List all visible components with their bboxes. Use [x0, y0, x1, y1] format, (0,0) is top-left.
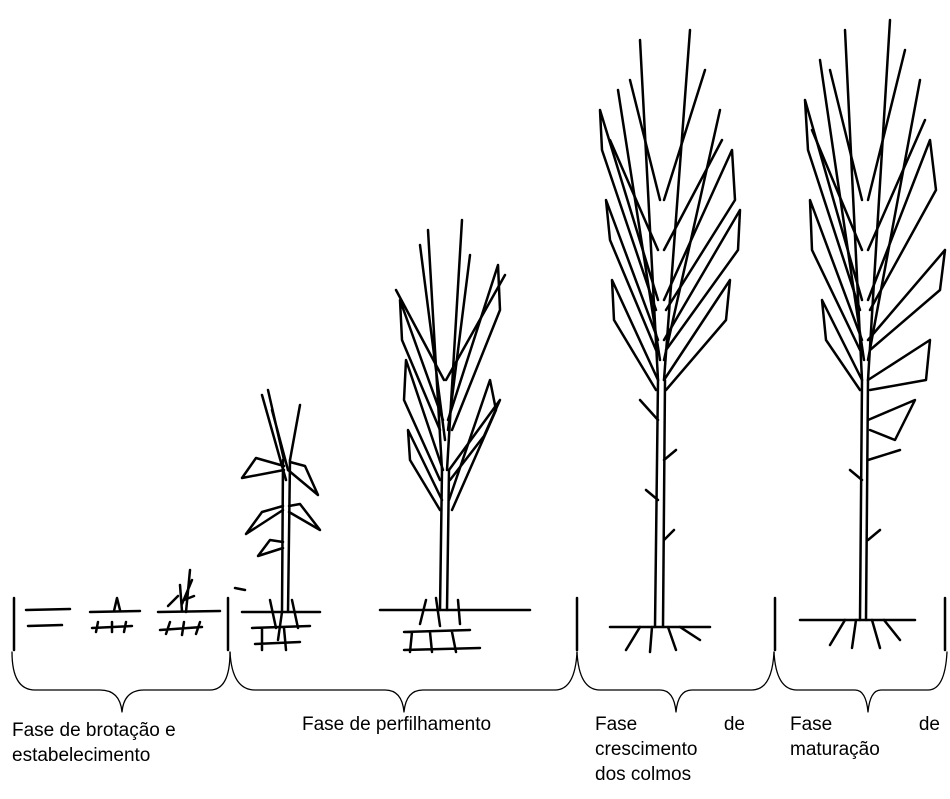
label-line: dos colmos — [595, 762, 745, 787]
label-line: Fase de — [595, 712, 745, 737]
stalk-growth-plant-illustration — [577, 30, 740, 652]
label-line: estabelecimento — [12, 743, 242, 768]
tillering-plant-illustration — [380, 220, 530, 652]
phase-label-crescimento: Fase de crescimento dos colmos — [595, 712, 745, 787]
label-word: de — [724, 712, 745, 737]
label-word: de — [919, 712, 940, 737]
label-line: Fase de perfilhamento — [302, 712, 562, 737]
label-line: maturação — [790, 737, 940, 762]
label-line: Fase de brotação e — [12, 718, 242, 743]
phase-braces — [12, 652, 947, 712]
phase-label-perfilhamento: Fase de perfilhamento — [302, 712, 562, 737]
maturation-plant-illustration — [775, 20, 945, 650]
sprouting-plants-illustration — [14, 570, 228, 650]
tillering-small-plant-illustration — [235, 390, 320, 650]
phase-label-maturacao: Fase de maturação — [790, 712, 940, 762]
brace-crescimento — [577, 652, 774, 712]
label-line: crescimento — [595, 737, 745, 762]
phase-label-brotacao: Fase de brotação e estabelecimento — [12, 718, 242, 768]
brace-brotacao — [12, 652, 230, 712]
brace-perfilhamento — [230, 652, 577, 712]
label-word: Fase — [790, 712, 832, 737]
label-line: Fase de — [790, 712, 940, 737]
brace-maturacao — [774, 652, 947, 712]
label-word: Fase — [595, 712, 637, 737]
